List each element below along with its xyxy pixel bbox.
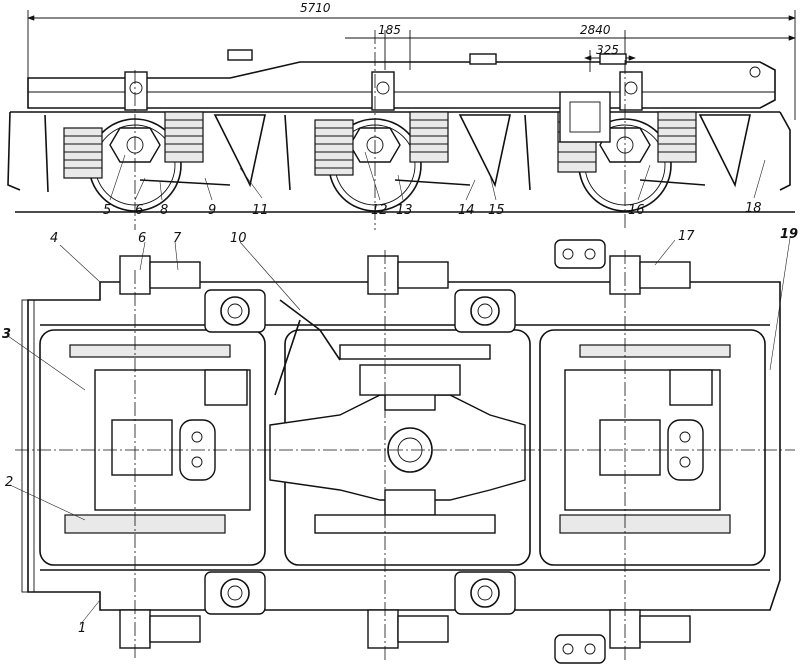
callout-12: 12 (371, 203, 388, 218)
dim-overall-length: 5710 (300, 1, 331, 15)
callout-10: 10 (230, 231, 247, 246)
callout-8: 8 (160, 203, 168, 218)
callout-14: 14 (458, 203, 475, 218)
callout-5: 5 (103, 203, 111, 218)
leader-lines (7, 151, 791, 626)
callout-19: 19 (780, 227, 798, 242)
dim-axle-spacing: 2840 (580, 23, 611, 37)
dimension-lines (27, 10, 796, 120)
callout-15: 15 (488, 203, 505, 218)
callout-3: 3 (2, 327, 11, 342)
callout-6-plan: 6 (138, 231, 146, 246)
callout-11: 11 (252, 203, 269, 218)
callout-7: 7 (173, 231, 182, 246)
callout-1: 1 (78, 621, 86, 636)
callout-4: 4 (50, 231, 58, 246)
callout-9: 9 (208, 203, 216, 218)
callout-6: 6 (135, 203, 143, 218)
dim-center-offset: 185 (378, 23, 401, 37)
side-elevation (7, 30, 795, 230)
callout-18: 18 (745, 201, 762, 216)
callout-17: 17 (678, 229, 695, 244)
callout-13: 13 (396, 203, 413, 218)
callout-16: 16 (628, 203, 645, 218)
plan-view (15, 239, 795, 664)
callout-2: 2 (5, 475, 13, 490)
